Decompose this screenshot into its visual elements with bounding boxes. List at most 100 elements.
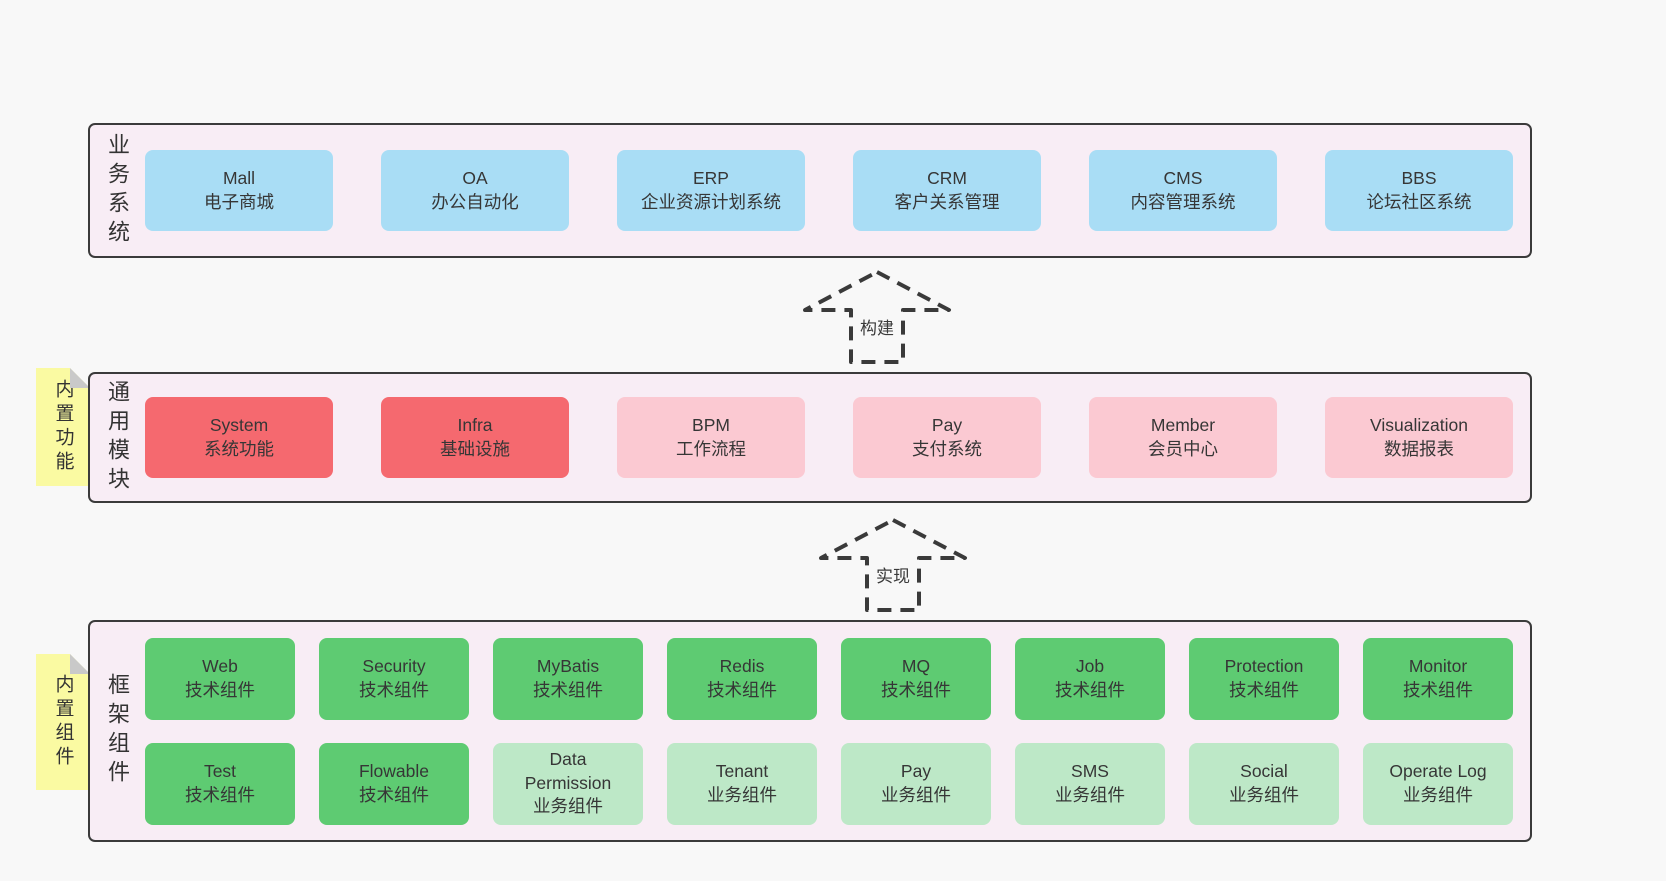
box-subtitle: 技术组件 [881, 679, 951, 700]
build-arrow: 构建 [797, 268, 957, 368]
tech-component-row: Web 技术组件 Security 技术组件 MyBatis 技术组件 Redi… [145, 637, 1530, 720]
box-subtitle: 技术组件 [1055, 679, 1125, 700]
box-title: Mall [222, 168, 256, 189]
box-title: Data Permission [524, 749, 612, 793]
diagram-box-system: System 系统功能 [145, 397, 333, 478]
box-subtitle: 业务组件 [533, 796, 603, 817]
box-title: Member [1150, 415, 1216, 436]
diagram-box-infra: Infra 基础设施 [381, 397, 569, 478]
diagram-box-tenant: Tenant 业务组件 [667, 742, 817, 825]
diagram-box-erp: ERP 企业资源计划系统 [617, 150, 805, 231]
box-subtitle: 业务组件 [707, 784, 777, 805]
diagram-box-mybatis: MyBatis 技术组件 [493, 637, 643, 720]
business-box-row: Mall 电子商城 OA 办公自动化 ERP 企业资源计划系统 CRM 客户关系… [145, 125, 1530, 256]
implement-arrow: 实现 [813, 516, 973, 616]
box-title: Job [1075, 656, 1105, 677]
component-rows: Web 技术组件 Security 技术组件 MyBatis 技术组件 Redi… [145, 622, 1530, 840]
box-subtitle: 技术组件 [359, 784, 429, 805]
layer-title: 业务系统 [105, 132, 130, 249]
diagram-box-oa: OA 办公自动化 [381, 150, 569, 231]
box-subtitle: 技术组件 [533, 679, 603, 700]
box-title: MyBatis [536, 656, 600, 677]
box-subtitle: 技术组件 [359, 679, 429, 700]
box-subtitle: 业务组件 [881, 784, 951, 805]
box-title: CMS [1163, 168, 1203, 189]
box-title: Test [203, 761, 237, 782]
diagram-box-bpm: BPM 工作流程 [617, 397, 805, 478]
diagram-box-data-permission: Data Permission 业务组件 [493, 742, 643, 825]
diagram-box-web: Web 技术组件 [145, 637, 295, 720]
sticky-note-built-in-components: 内置组件 [36, 654, 90, 790]
box-subtitle: 业务组件 [1229, 784, 1299, 805]
arrow-label: 实现 [871, 560, 915, 589]
diagram-box-sms: SMS 业务组件 [1015, 742, 1165, 825]
box-title: BPM [692, 415, 730, 436]
diagram-box-member: Member 会员中心 [1089, 397, 1277, 478]
box-title: Monitor [1408, 656, 1468, 677]
layer-business-systems: 业务系统 Mall 电子商城 OA 办公自动化 ERP 企业资源计划系统 CRM… [88, 123, 1532, 258]
box-title: Visualization [1370, 415, 1468, 436]
diagram-box-redis: Redis 技术组件 [667, 637, 817, 720]
box-title: OA [462, 168, 488, 189]
biz-component-row: Test 技术组件 Flowable 技术组件 Data Permission … [145, 742, 1530, 825]
box-title: Redis [719, 656, 765, 677]
box-title: Infra [457, 415, 493, 436]
box-subtitle: 支付系统 [912, 438, 982, 459]
box-subtitle: 论坛社区系统 [1366, 191, 1472, 212]
box-subtitle: 技术组件 [1229, 679, 1299, 700]
box-title: Pay [931, 415, 963, 436]
diagram-box-pay-component: Pay 业务组件 [841, 742, 991, 825]
diagram-box-test: Test 技术组件 [145, 742, 295, 825]
box-title: ERP [693, 168, 729, 189]
box-subtitle: 技术组件 [185, 784, 255, 805]
diagram-box-cms: CMS 内容管理系统 [1089, 150, 1277, 231]
diagram-box-operate-log: Operate Log 业务组件 [1363, 742, 1513, 825]
box-title: Flowable [358, 761, 430, 782]
arrow-label: 构建 [855, 312, 899, 341]
sticky-note-label: 内置功能 [52, 379, 74, 475]
box-title: System [209, 415, 269, 436]
module-box-row: System 系统功能 Infra 基础设施 BPM 工作流程 Pay 支付系统… [145, 374, 1530, 501]
box-subtitle: 客户关系管理 [894, 191, 1000, 212]
layer-common-modules: 通用模块 System 系统功能 Infra 基础设施 BPM 工作流程 Pay… [88, 372, 1532, 503]
sticky-note-label: 内置组件 [52, 674, 74, 770]
box-title: Social [1240, 761, 1288, 782]
box-subtitle: 业务组件 [1055, 784, 1125, 805]
box-title: Tenant [715, 761, 769, 782]
diagram-box-social: Social 业务组件 [1189, 742, 1339, 825]
box-title: Operate Log [1389, 761, 1487, 782]
box-subtitle: 电子商城 [204, 191, 274, 212]
box-subtitle: 基础设施 [440, 438, 510, 459]
diagram-box-job: Job 技术组件 [1015, 637, 1165, 720]
diagram-box-mq: MQ 技术组件 [841, 637, 991, 720]
box-title: Web [202, 656, 238, 677]
box-title: BBS [1401, 168, 1437, 189]
box-subtitle: 办公自动化 [431, 191, 519, 212]
box-title: Security [362, 656, 426, 677]
box-subtitle: 会员中心 [1148, 438, 1218, 459]
diagram-box-crm: CRM 客户关系管理 [853, 150, 1041, 231]
layer-title: 框架组件 [105, 673, 130, 789]
box-title: MQ [901, 656, 931, 677]
box-title: Protection [1224, 656, 1304, 677]
box-title: SMS [1071, 761, 1109, 782]
box-subtitle: 工作流程 [676, 438, 746, 459]
diagram-box-flowable: Flowable 技术组件 [319, 742, 469, 825]
box-subtitle: 企业资源计划系统 [641, 191, 781, 212]
diagram-box-protection: Protection 技术组件 [1189, 637, 1339, 720]
box-title: Pay [900, 761, 932, 782]
box-subtitle: 技术组件 [707, 679, 777, 700]
diagram-box-bbs: BBS 论坛社区系统 [1325, 150, 1513, 231]
diagram-box-monitor: Monitor 技术组件 [1363, 637, 1513, 720]
diagram-box-security: Security 技术组件 [319, 637, 469, 720]
sticky-note-built-in-features: 内置功能 [36, 368, 90, 486]
box-subtitle: 业务组件 [1403, 784, 1473, 805]
layer-framework-components: 框架组件 Web 技术组件 Security 技术组件 MyBatis 技术组件… [88, 620, 1532, 842]
diagram-box-pay-system: Pay 支付系统 [853, 397, 1041, 478]
layer-title: 通用模块 [105, 379, 130, 496]
diagram-box-mall: Mall 电子商城 [145, 150, 333, 231]
box-subtitle: 技术组件 [185, 679, 255, 700]
diagram-box-visualization: Visualization 数据报表 [1325, 397, 1513, 478]
box-subtitle: 数据报表 [1384, 438, 1454, 459]
